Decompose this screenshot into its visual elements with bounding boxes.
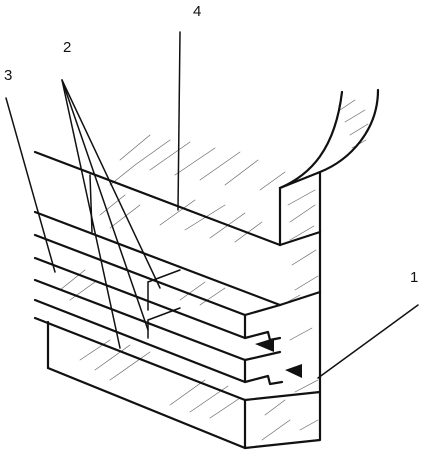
leader-line-2b [61,79,149,331]
board-stack [33,150,282,450]
callout-4: 4 [193,3,201,20]
leader-line-1 [317,304,419,379]
callout-3: 3 [4,67,12,84]
leader-line-2c [61,79,121,349]
leader-line-4 [177,31,181,211]
groove-slot-upper [255,338,274,352]
callout-labels: 1 2 3 4 [4,3,418,286]
corner-post [243,170,322,450]
shading-hatch [59,99,369,441]
leader-line-3 [5,97,56,273]
callout-1: 1 [410,269,418,286]
groove-slot-lower [285,364,302,378]
leader-line-2a [61,79,161,289]
callout-2: 2 [63,39,71,56]
leader-lines [5,31,419,379]
curved-covering [278,88,380,190]
